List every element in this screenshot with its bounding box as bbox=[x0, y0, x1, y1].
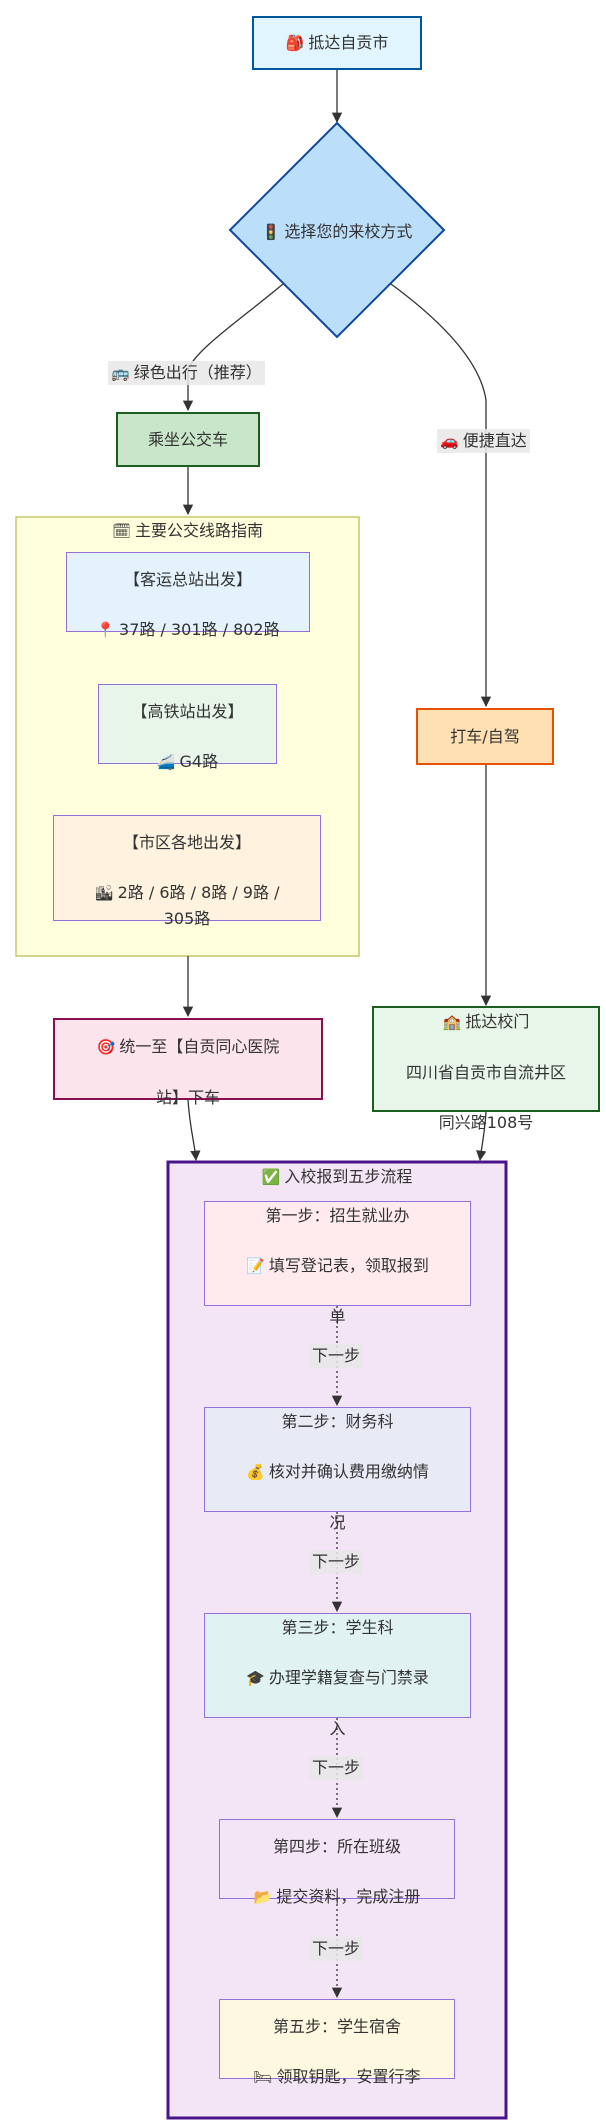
node-bus-station: 【客运总站出发】 📍37路 / 301路 / 802路 bbox=[66, 552, 310, 639]
edge-decision-to-bus bbox=[182, 283, 284, 412]
target-icon: 🎯 bbox=[96, 1037, 116, 1056]
edge-label-next-1: 下一步 bbox=[309, 1344, 364, 1368]
edge-label-next-4: 下一步 bbox=[309, 1937, 364, 1961]
node-take-bus: 乘坐公交车 bbox=[116, 412, 260, 467]
bed-icon: 🛏 bbox=[253, 2067, 273, 2086]
node-step1-line2: 单 bbox=[329, 1307, 346, 1326]
node-take-bus-label: 乘坐公交车 bbox=[147, 430, 228, 449]
node-step5-line1: 领取钥匙，安置行李 bbox=[276, 2066, 421, 2086]
node-taxi: 打车/自驾 bbox=[416, 708, 554, 765]
city-icon: 🏙 bbox=[94, 884, 114, 902]
node-arrive-gate: 🏫抵达校门 四川省自贡市自流井区 同兴路108号 bbox=[372, 1006, 600, 1132]
check-mark-icon: ✅ bbox=[261, 1168, 281, 1186]
school-icon: 🏫 bbox=[442, 1012, 462, 1031]
cluster-report-flow-title-text: 入校报到五步流程 bbox=[284, 1167, 413, 1186]
node-step4: 第四步：所在班级 📂提交资料，完成注册 bbox=[219, 1819, 455, 1906]
node-step4-line1: 提交资料，完成注册 bbox=[276, 1886, 421, 1906]
edge-decision-to-taxi bbox=[390, 283, 492, 708]
node-get-off-line2: 站】下车 bbox=[155, 1087, 220, 1107]
pin-icon: 📍 bbox=[96, 620, 116, 639]
graduation-cap-icon: 🎓 bbox=[246, 1669, 265, 1687]
node-bus-station-title: 【客运总站出发】 bbox=[123, 569, 252, 589]
node-step4-title: 第四步：所在班级 bbox=[272, 1836, 401, 1856]
node-city-areas-routes: 2路 / 6路 / 8路 / 9路 / 305路 bbox=[117, 883, 280, 928]
node-step2-line2: 况 bbox=[329, 1513, 346, 1532]
node-arrive-gate-line3: 同兴路108号 bbox=[438, 1112, 534, 1132]
train-icon: 🚄 bbox=[156, 752, 176, 771]
traffic-light-icon: 🚦 bbox=[261, 223, 281, 241]
edge-label-next-2: 下一步 bbox=[309, 1550, 364, 1574]
node-taxi-label: 打车/自驾 bbox=[450, 727, 520, 746]
folder-icon: 📂 bbox=[253, 1887, 273, 1906]
node-step3-line1: 办理学籍复查与门禁录 bbox=[268, 1668, 429, 1687]
node-arrive-city: 🎒抵达自贡市 bbox=[252, 16, 422, 70]
edge-label-green: 🚌绿色出行（推荐） bbox=[108, 361, 265, 385]
money-bag-icon: 💰 bbox=[246, 1463, 265, 1481]
node-bus-station-routes: 37路 / 301路 / 802路 bbox=[119, 619, 280, 639]
bus-icon: 🚌 bbox=[111, 364, 130, 382]
memo-icon: 📝 bbox=[246, 1257, 265, 1275]
node-city-areas: 【市区各地出发】 🏙2路 / 6路 / 8路 / 9路 / 305路 bbox=[53, 815, 321, 928]
node-step1: 第一步：招生就业办 📝填写登记表，领取报到 单 bbox=[204, 1201, 471, 1326]
node-choose-mode-label: 选择您的来校方式 bbox=[284, 222, 413, 241]
node-get-off-line1: 统一至【自贡同心医院 bbox=[119, 1036, 280, 1056]
node-step3: 第三步：学生科 🎓办理学籍复查与门禁录 入 bbox=[204, 1613, 471, 1738]
node-step1-title: 第一步：招生就业办 bbox=[265, 1206, 410, 1225]
node-step3-title: 第三步：学生科 bbox=[281, 1618, 394, 1637]
node-step3-line2: 入 bbox=[329, 1719, 346, 1738]
node-step1-line1: 填写登记表，领取报到 bbox=[268, 1256, 429, 1275]
edge-label-next-3: 下一步 bbox=[309, 1756, 364, 1780]
node-city-areas-title: 【市区各地出发】 bbox=[122, 833, 251, 852]
node-step5: 第五步：学生宿舍 🛏领取钥匙，安置行李 bbox=[219, 1999, 455, 2086]
node-hsr-station-title: 【高铁站出发】 bbox=[131, 701, 244, 721]
node-arrive-city-label: 抵达自贡市 bbox=[308, 33, 389, 52]
node-choose-mode: 🚦选择您的来校方式 bbox=[230, 218, 444, 242]
edge-label-green-text: 绿色出行（推荐） bbox=[133, 363, 262, 382]
cluster-bus-guide-title: 🗓主要公交线路指南 bbox=[16, 518, 359, 544]
car-icon: 🚗 bbox=[440, 432, 459, 450]
node-get-off: 🎯统一至【自贡同心医院 站】下车 bbox=[53, 1018, 323, 1107]
decision-diamond-shape bbox=[228, 121, 446, 339]
edge-gate-to-flow bbox=[476, 1111, 487, 1162]
edge-label-direct: 🚗便捷直达 bbox=[437, 429, 530, 453]
node-arrive-gate-line1: 抵达校门 bbox=[465, 1011, 530, 1031]
edge-getoff-to-flow bbox=[187, 1099, 201, 1162]
edge-label-direct-text: 便捷直达 bbox=[462, 431, 527, 450]
cluster-report-flow-title: ✅入校报到五步流程 bbox=[168, 1164, 506, 1190]
calendar-icon: 🗓 bbox=[111, 522, 132, 540]
node-hsr-station: 【高铁站出发】 🚄G4路 bbox=[98, 684, 277, 771]
backpack-icon: 🎒 bbox=[285, 34, 305, 52]
cluster-bus-guide-title-text: 主要公交线路指南 bbox=[135, 521, 264, 540]
node-hsr-station-routes: G4路 bbox=[179, 751, 219, 771]
node-step2-title: 第二步：财务科 bbox=[281, 1412, 394, 1431]
node-step5-title: 第五步：学生宿舍 bbox=[272, 2016, 401, 2036]
node-arrive-gate-line2: 四川省自贡市自流井区 bbox=[405, 1062, 566, 1082]
node-step2-line1: 核对并确认费用缴纳情 bbox=[268, 1462, 429, 1481]
node-step2: 第二步：财务科 💰核对并确认费用缴纳情 况 bbox=[204, 1407, 471, 1532]
